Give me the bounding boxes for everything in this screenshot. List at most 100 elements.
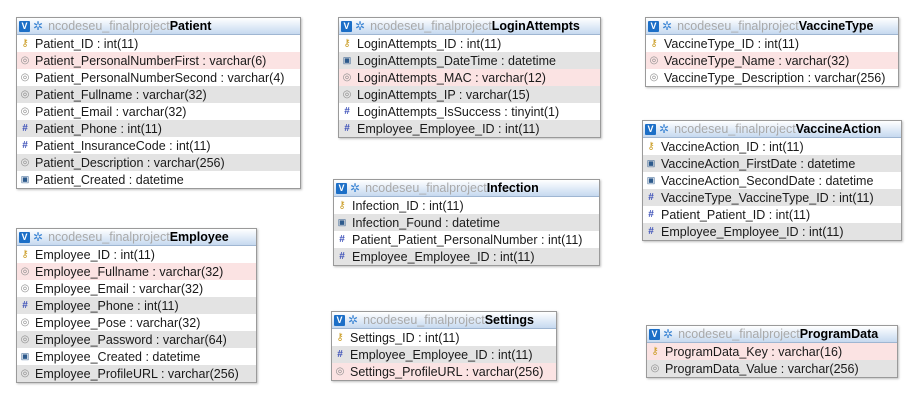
string-icon: ◎ [20,55,30,66]
table-infection[interactable]: V ✲ ncodeseu_finalproject Infection ⚷Inf… [333,179,600,266]
column-row[interactable]: ◎LoginAttempts_IP : varchar(15) [339,86,600,103]
key-icon: ⚷ [343,38,351,49]
column-row[interactable]: ◎VaccineType_Name : varchar(32) [646,52,898,69]
column-row[interactable]: ◎ProgramData_Value : varchar(256) [647,360,897,377]
column-row[interactable]: ▣LoginAttempts_DateTime : datetime [339,52,600,69]
column-row[interactable]: #Employee_Phone : int(11) [17,297,256,314]
column-row[interactable]: ◎Employee_Fullname : varchar(32) [17,263,256,280]
table-name: LoginAttempts [491,19,580,33]
column-row[interactable]: ◎Employee_Pose : varchar(32) [17,314,256,331]
collapse-toggle-icon[interactable]: V [645,123,656,135]
collapse-toggle-icon[interactable]: V [648,20,659,32]
column-label: Employee_Password : varchar(64) [35,332,227,347]
column-row[interactable]: #Employee_Employee_ID : int(11) [339,120,600,137]
column-row[interactable]: ⚷ ProgramData_Key : varchar(16) [647,343,897,360]
table-employee[interactable]: V ✲ ncodeseu_finalproject Employee ⚷Empl… [16,228,257,383]
table-name: ProgramData [799,327,879,341]
column-label: ProgramData_Key : varchar(16) [665,344,843,359]
collapse-toggle-icon[interactable]: V [649,328,660,340]
column-row[interactable]: ▣VaccineAction_SecondDate : datetime [643,172,901,189]
table-header[interactable]: V ✲ ncodeseu_finalproject Employee [17,229,256,246]
string-icon: ◎ [650,363,660,374]
column-list: ⚷ ProgramData_Key : varchar(16)◎ProgramDa… [647,343,897,377]
table-header[interactable]: V ✲ ncodeseu_finalproject LoginAttempts [339,18,600,35]
database-name: ncodeseu_finalproject [48,230,170,244]
gear-icon[interactable]: ✲ [33,19,44,33]
gear-icon[interactable]: ✲ [355,19,366,33]
column-row[interactable]: ◎Employee_Password : varchar(64) [17,331,256,348]
table-vaccineaction[interactable]: V ✲ ncodeseu_finalproject VaccineAction … [642,120,902,241]
column-row[interactable]: ◎Employee_ProfileURL : varchar(256) [17,365,256,382]
column-row[interactable]: ▣VaccineAction_FirstDate : datetime [643,155,901,172]
column-row[interactable]: #Patient_Phone : int(11) [17,120,300,137]
column-label: Patient_Description : varchar(256) [35,155,225,170]
column-row[interactable]: ▣Employee_Created : datetime [17,348,256,365]
column-row[interactable]: #Employee_Employee_ID : int(11) [334,248,599,265]
collapse-toggle-icon[interactable]: V [341,20,352,32]
string-icon: ◎ [20,89,30,100]
column-row[interactable]: ⚷LoginAttempts_ID : int(11) [339,35,600,52]
collapse-toggle-icon[interactable]: V [19,231,30,243]
column-row[interactable]: ▣Infection_Found : datetime [334,214,599,231]
column-row[interactable]: ◎Patient_PersonalNumberSecond : varchar(… [17,69,300,86]
table-name: Employee [169,230,229,244]
key-icon: ⚷ [651,346,659,357]
column-row[interactable]: ◎ LoginAttempts_MAC : varchar(12) [339,69,600,86]
gear-icon[interactable]: ✲ [350,181,361,195]
hash-icon: # [339,234,345,245]
gear-icon[interactable]: ✲ [33,230,44,244]
column-row[interactable]: ◎Patient_Email : varchar(32) [17,103,300,120]
table-name: VaccineType [798,19,874,33]
gear-icon[interactable]: ✲ [348,313,359,327]
table-header[interactable]: V ✲ ncodeseu_finalproject VaccineType [646,18,898,35]
column-label: Patient_Created : datetime [35,172,184,187]
column-label: Employee_Employee_ID : int(11) [357,121,540,136]
string-icon: ◎ [342,72,352,83]
column-row[interactable]: ⚷Patient_ID : int(11) [17,35,300,52]
collapse-toggle-icon[interactable]: V [19,20,30,32]
table-header[interactable]: V ✲ ncodeseu_finalproject Infection [334,180,599,197]
column-label: VaccineType_Name : varchar(32) [664,53,850,68]
column-row[interactable]: #LoginAttempts_IsSuccess : tinyint(1) [339,103,600,120]
column-row[interactable]: ◎Employee_Email : varchar(32) [17,280,256,297]
gear-icon[interactable]: ✲ [662,19,673,33]
key-icon: ⚷ [21,249,29,260]
column-row[interactable]: ◎Patient_Fullname : varchar(32) [17,86,300,103]
column-row[interactable]: ◎VaccineType_Description : varchar(256) [646,69,898,86]
column-row[interactable]: ▣Patient_Created : datetime [17,171,300,188]
column-row[interactable]: ◎Settings_ProfileURL : varchar(256) [332,363,556,380]
table-header[interactable]: V ✲ ncodeseu_finalproject VaccineAction [643,121,901,138]
column-row[interactable]: ⚷VaccineType_ID : int(11) [646,35,898,52]
column-row[interactable]: #Patient_InsuranceCode : int(11) [17,137,300,154]
collapse-toggle-icon[interactable]: V [334,314,345,326]
table-patient[interactable]: V ✲ ncodeseu_finalproject Patient ⚷Patie… [16,17,301,189]
column-list: ⚷Employee_ID : int(11)◎Employee_Fullname… [17,246,256,382]
column-row[interactable]: #Employee_Employee_ID : int(11) [643,223,901,240]
table-header[interactable]: V ✲ ncodeseu_finalproject Settings [332,312,556,329]
table-header[interactable]: V ✲ ncodeseu_finalproject ProgramData [647,326,897,343]
column-label: LoginAttempts_MAC : varchar(12) [357,70,546,85]
table-settings[interactable]: V ✲ ncodeseu_finalproject Settings ⚷Sett… [331,311,557,381]
column-label: VaccineAction_ID : int(11) [661,139,804,154]
string-icon: ◎ [20,157,30,168]
column-row[interactable]: ⚷Infection_ID : int(11) [334,197,599,214]
column-row[interactable]: ⚷Settings_ID : int(11) [332,329,556,346]
column-label: Patient_Email : varchar(32) [35,104,187,119]
collapse-toggle-icon[interactable]: V [336,182,347,194]
table-vaccinetype[interactable]: V ✲ ncodeseu_finalproject VaccineType ⚷V… [645,17,899,87]
column-row[interactable]: #VaccineType_VaccineType_ID : int(11) [643,189,901,206]
column-row[interactable]: #Employee_Employee_ID : int(11) [332,346,556,363]
column-row[interactable]: ⚷VaccineAction_ID : int(11) [643,138,901,155]
column-row[interactable]: #Patient_Patient_PersonalNumber : int(11… [334,231,599,248]
column-row[interactable]: #Patient_Patient_ID : int(11) [643,206,901,223]
hash-icon: # [22,123,28,134]
column-row[interactable]: ◎ Patient_Description : varchar(256) [17,154,300,171]
gear-icon[interactable]: ✲ [663,327,674,341]
table-loginattempts[interactable]: V ✲ ncodeseu_finalproject LoginAttempts … [338,17,601,138]
column-row[interactable]: ◎Patient_PersonalNumberFirst : varchar(6… [17,52,300,69]
gear-icon[interactable]: ✲ [659,122,670,136]
table-programdata[interactable]: V ✲ ncodeseu_finalproject ProgramData ⚷ P… [646,325,898,378]
column-row[interactable]: ⚷Employee_ID : int(11) [17,246,256,263]
string-icon: ◎ [20,266,30,277]
table-header[interactable]: V ✲ ncodeseu_finalproject Patient [17,18,300,35]
